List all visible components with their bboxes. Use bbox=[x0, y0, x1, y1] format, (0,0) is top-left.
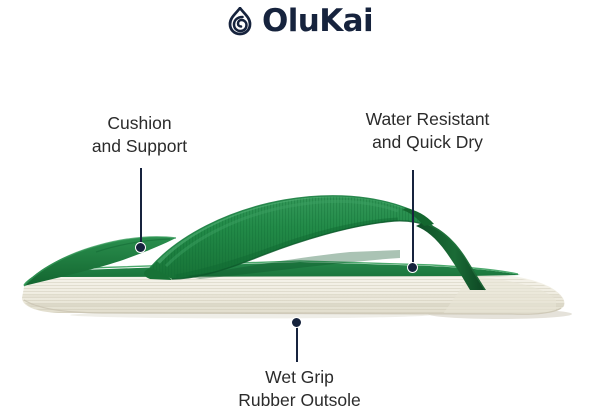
leader-line-cushion bbox=[140, 168, 142, 248]
callout-cushion-line1: Cushion bbox=[107, 113, 172, 133]
callout-outsole-line2: Rubber Outsole bbox=[238, 390, 361, 411]
leader-line-water bbox=[412, 170, 414, 268]
brand-wordmark: OluKai bbox=[261, 3, 374, 39]
callout-water-resistant: Water Resistant and Quick Dry bbox=[320, 108, 535, 154]
strap-shadow bbox=[186, 250, 400, 279]
callout-cushion-line2: and Support bbox=[91, 136, 188, 157]
midsole-outsole bbox=[22, 272, 565, 315]
callout-wet-grip-outsole: Wet Grip Rubber Outsole bbox=[192, 366, 407, 412]
callout-cushion: Cushion and Support bbox=[37, 112, 242, 158]
callout-dot-outsole bbox=[291, 317, 302, 328]
callout-dot-water bbox=[407, 262, 418, 273]
callout-water-line2: and Quick Dry bbox=[372, 132, 483, 153]
callout-water-line1: Water Resistant bbox=[365, 109, 490, 129]
rear-heel-strap bbox=[402, 208, 486, 291]
callout-dot-cushion bbox=[135, 242, 146, 253]
callout-outsole-line1: Wet Grip bbox=[265, 367, 334, 387]
brand-lockup: OluKai bbox=[0, 6, 600, 37]
strap-toe-anchor bbox=[144, 268, 172, 280]
leader-line-outsole bbox=[296, 324, 298, 362]
olukai-hook-logomark bbox=[228, 6, 252, 35]
